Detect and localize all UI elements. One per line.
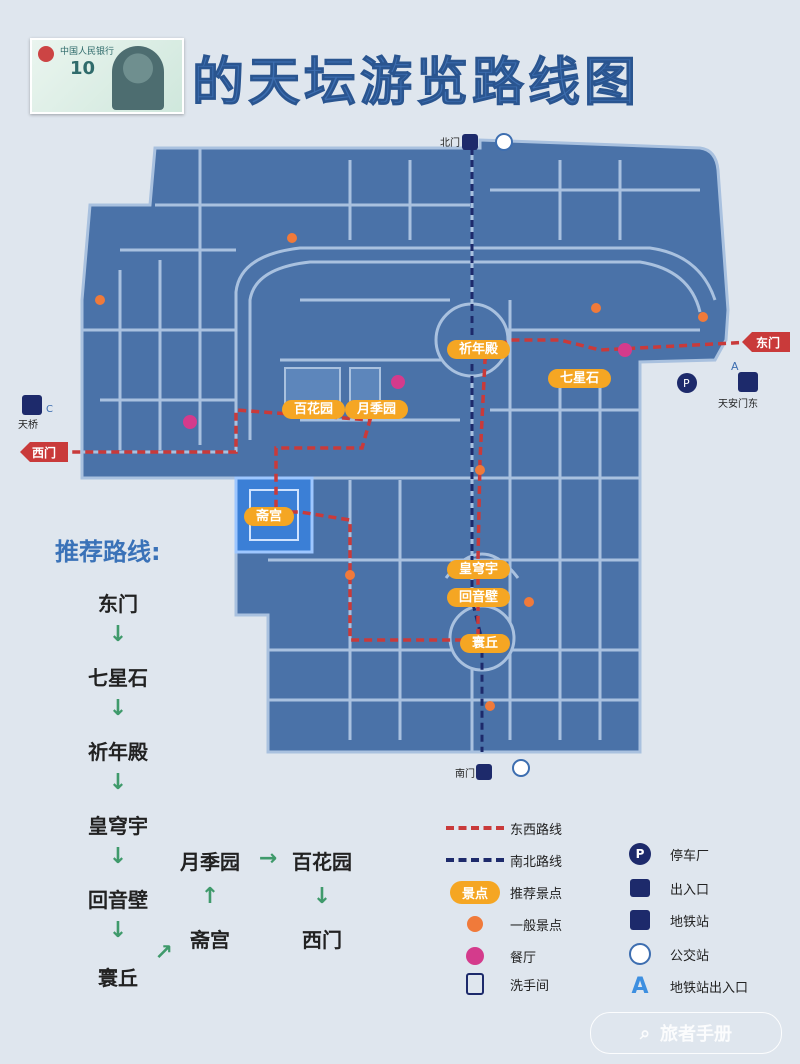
page-title: 的天坛游览路线图 (191, 53, 641, 114)
subway-icon-tiananmendong (738, 372, 758, 392)
route-step-7: 斋宫 (190, 928, 230, 952)
badge-qiniandian[interactable]: 祈年殿 (447, 338, 511, 359)
subway-icon-tianqiao (22, 395, 42, 415)
legend-general: 一般景点 (510, 918, 563, 934)
south-gate-label: 南门 (455, 767, 475, 780)
tiananmendong-label: 天安门东 (718, 397, 758, 410)
banknote-value: 10 (70, 58, 96, 79)
subway-icon (630, 910, 650, 930)
legend-subway: 地铁站 (670, 914, 710, 930)
badge-yuejiyuan[interactable]: 月季园 (345, 398, 409, 419)
east-west-line-icon (446, 826, 504, 830)
west-gate-arrow (20, 442, 68, 462)
tianqiao-label: 天桥 (18, 419, 38, 431)
legend-parking: 停车厂 (670, 848, 710, 864)
park-area (80, 138, 730, 754)
badge-huiyinbi[interactable]: 回音壁 (447, 586, 511, 607)
emblem-icon (38, 46, 54, 62)
legend-toilet: 洗手间 (510, 978, 550, 994)
east-gate-label: 东门 (756, 335, 780, 350)
legend-east-west: 东西路线 (510, 822, 563, 838)
map-legend: 东西路线 南北路线 景点推荐景点 一般景点 餐厅 洗手间 P 停车厂 出入口 地铁… (440, 812, 780, 1012)
route-step-8: 月季园 (180, 850, 240, 874)
route-heading: 推荐路线: (55, 538, 161, 566)
legend-bus: 公交站 (670, 948, 710, 964)
badge-zhaigong[interactable]: 斋宫 (244, 505, 295, 526)
badge-huanqiu[interactable]: 寰丘 (460, 632, 511, 653)
recommended-badge-icon: 景点 (449, 880, 500, 904)
north-gate-label: 北门 (440, 136, 460, 149)
arrow-down-icon: ↓ (312, 884, 332, 909)
badge-baihuayuan[interactable]: 百花园 (282, 398, 346, 419)
bus-icon-north (495, 133, 513, 151)
tianqiao-exit: C (46, 404, 53, 415)
entrance-icon (630, 879, 650, 897)
svg-text:P: P (683, 377, 690, 390)
legend-north-south: 南北路线 (510, 854, 563, 870)
east-west-route (40, 338, 753, 642)
banknote-bank-name: 中国人民银行 (60, 47, 115, 57)
route-step-5: 回音壁 (88, 888, 148, 912)
badge-qixingshi[interactable]: 七星石 (548, 367, 612, 388)
tiananmendong-exit: A (731, 360, 739, 373)
route-step-3: 祈年殿 (88, 740, 148, 764)
arrow-down-icon: ↓ (108, 696, 128, 721)
parking-icon: P (629, 843, 651, 865)
badge-huangqiongyu[interactable]: 皇穹宇 (447, 558, 511, 579)
subway-exit-icon: A (631, 973, 649, 999)
restaurant-icon (466, 947, 484, 965)
east-gate-arrow (742, 332, 790, 352)
legend-recommended: 推荐景点 (510, 886, 563, 902)
route-step-6: 寰丘 (98, 966, 138, 990)
bus-icon (629, 943, 651, 965)
west-gate-label: 西门 (32, 445, 56, 460)
parking-icon-map (677, 373, 697, 393)
arrow-down-icon: ↓ (108, 622, 128, 647)
route-step-2: 七星石 (88, 666, 148, 690)
location-pin-icon (467, 916, 483, 932)
legend-restaurant: 餐厅 (510, 950, 537, 966)
watermark-text: 旅者手册 (660, 1024, 733, 1045)
bus-icon-south (512, 759, 530, 777)
arrow-up-icon: ↑ (200, 884, 220, 909)
legend-subway-exit: 地铁站出入口 (670, 980, 749, 996)
watermark: ⌕ 旅者手册 (590, 1012, 782, 1054)
route-step-9: 百花园 (292, 850, 352, 874)
arrow-down-icon: ↓ (108, 844, 128, 869)
banknote-image: 中国人民银行 10 (30, 38, 184, 114)
route-step-1: 东门 (98, 592, 138, 616)
arrow-down-icon: ↓ (108, 918, 128, 943)
route-step-4: 皇穹宇 (88, 814, 148, 838)
title-banner: 中国人民银行 10 的天坛游览路线图 (30, 38, 780, 118)
toilet-icon (466, 973, 484, 995)
portrait-image (112, 46, 164, 110)
legend-entrance: 出入口 (670, 882, 710, 898)
arrow-down-icon: ↓ (108, 770, 128, 795)
search-icon: ⌕ (639, 1022, 651, 1044)
north-south-line-icon (446, 858, 504, 862)
arrow-right-icon: → (258, 846, 278, 871)
route-step-10: 西门 (302, 928, 342, 952)
north-south-route (470, 148, 484, 752)
